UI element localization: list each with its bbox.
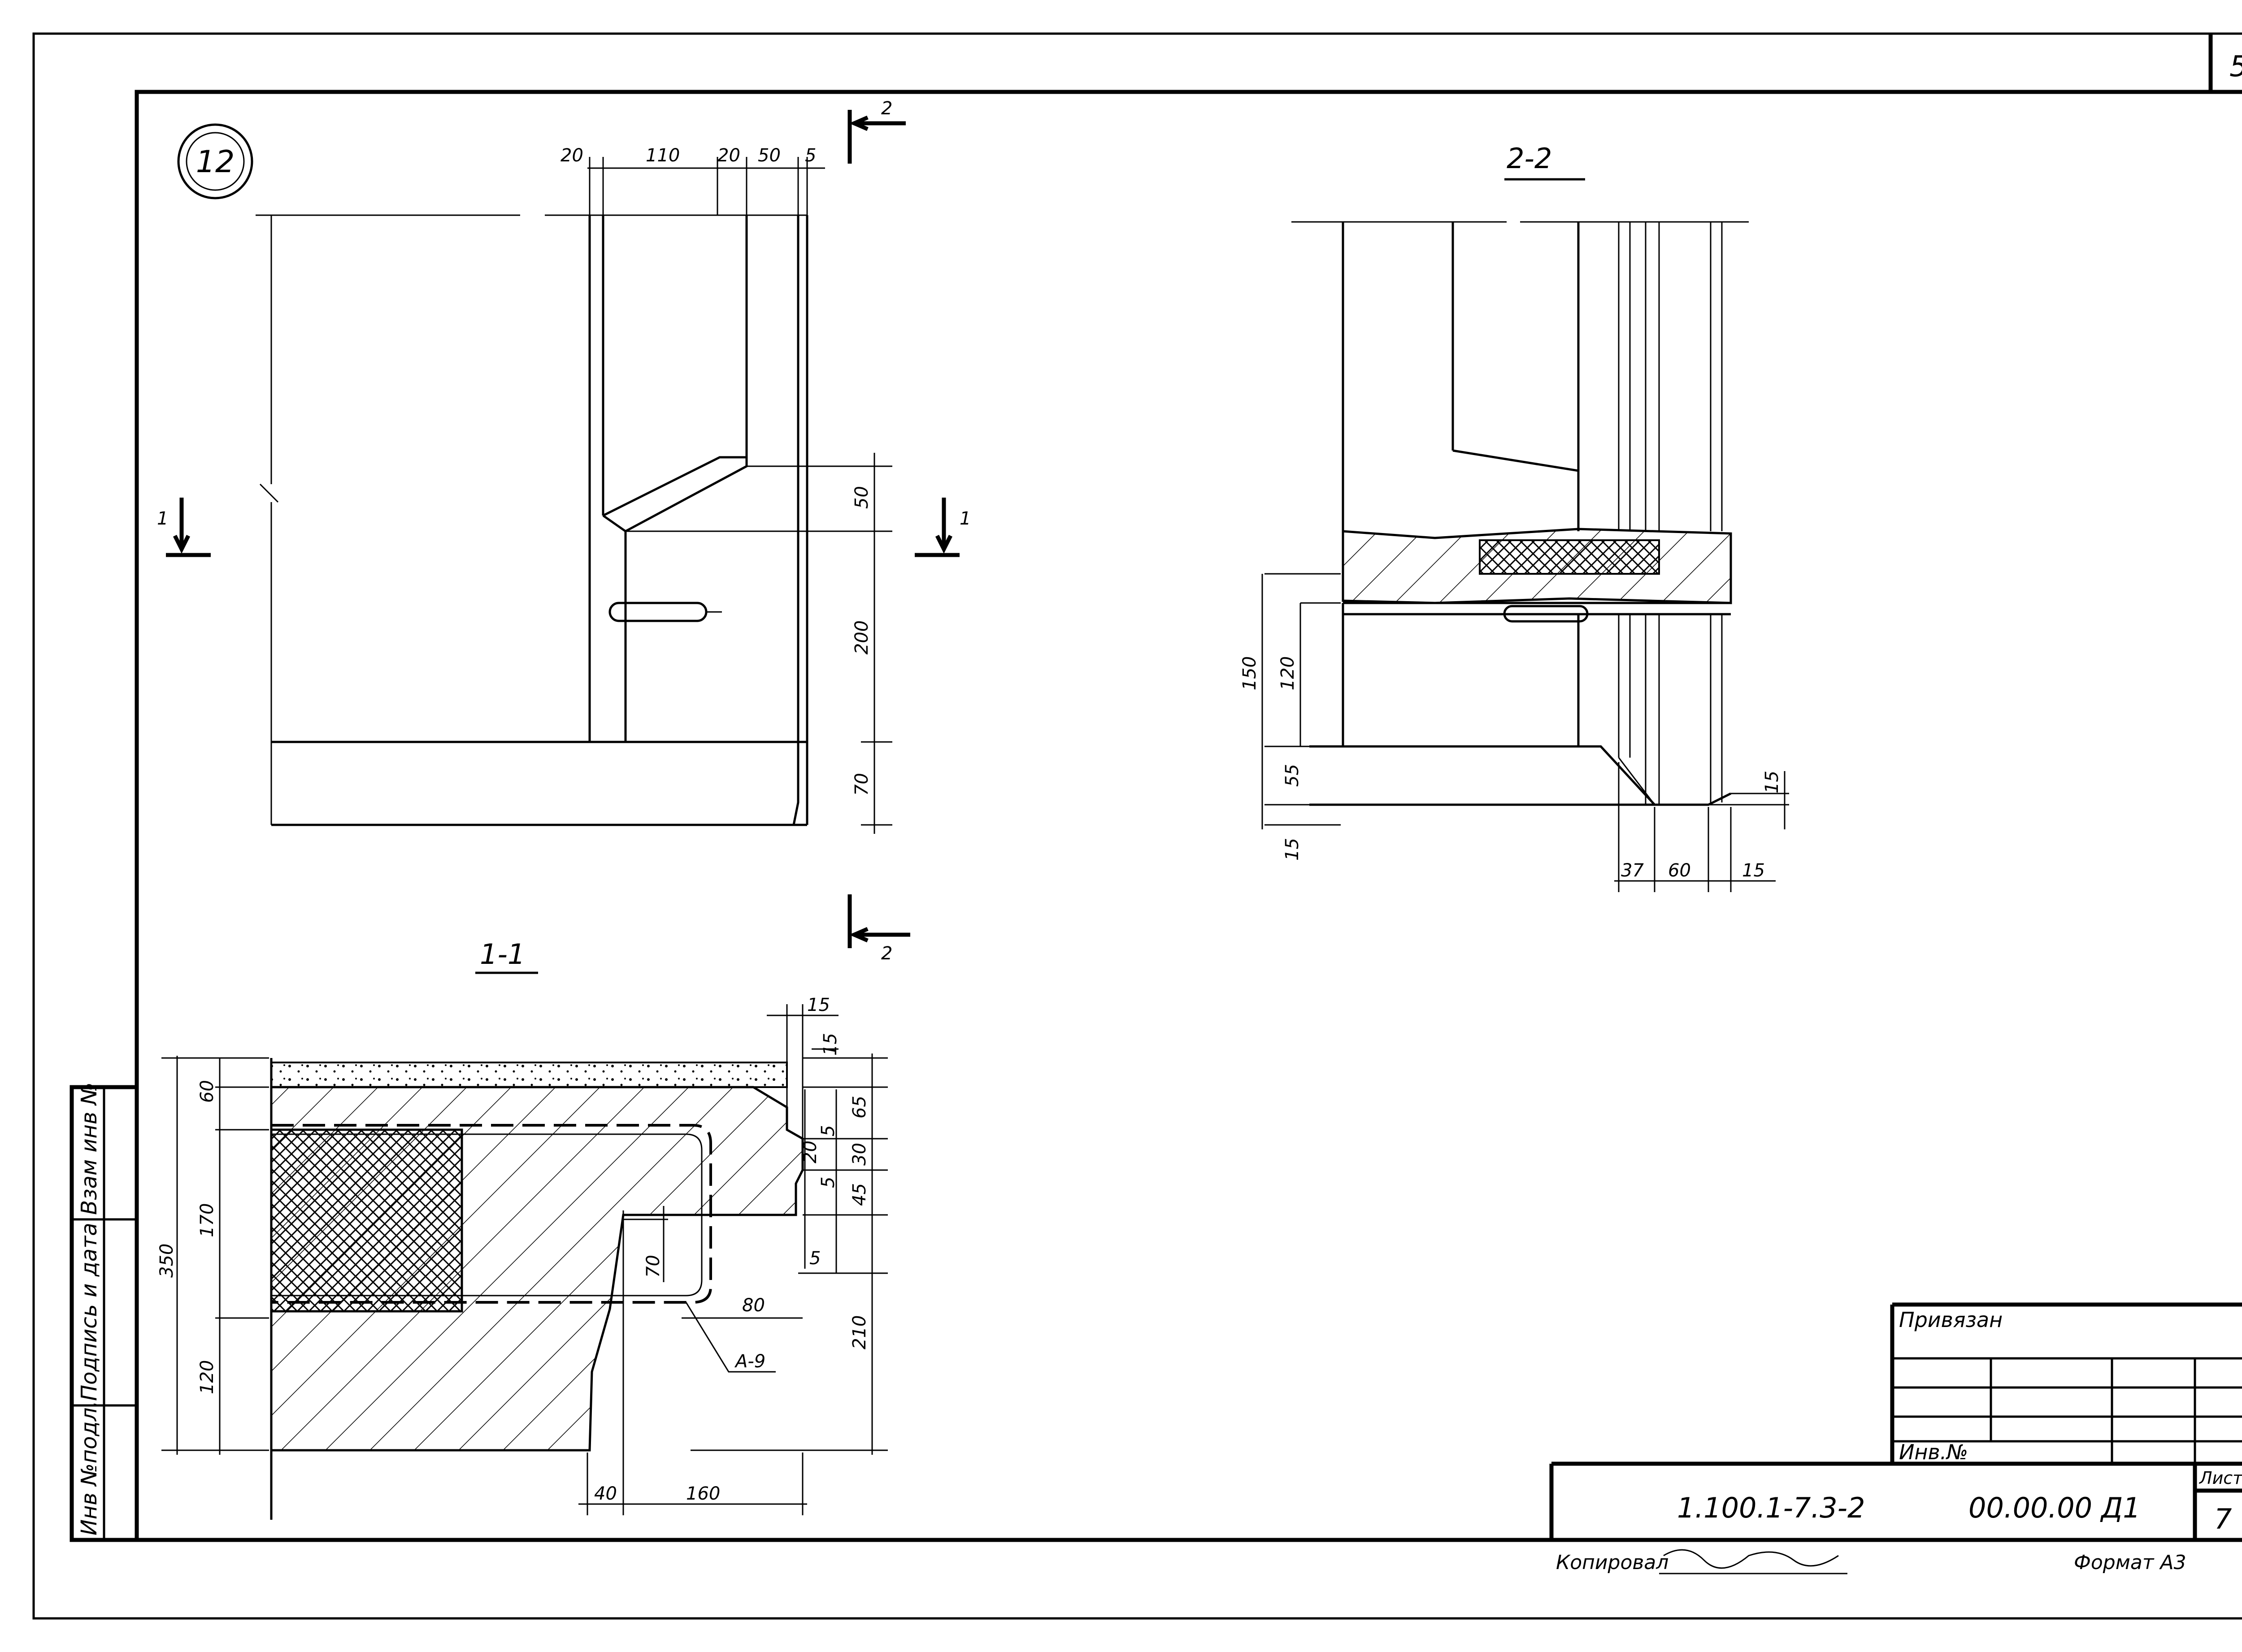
plan-dim-right-3: 70	[852, 773, 872, 796]
s11-dim-5a: 5	[818, 1125, 839, 1136]
title-privyazan: Привязан	[1899, 1308, 2003, 1332]
cut1-right-label: 1	[960, 508, 971, 529]
section-2-2: 2-2 150 120 55 15 15 37 60 15	[1239, 142, 1789, 892]
sheet-frame: 51	[32, 32, 2242, 1620]
s11-dim-40: 40	[594, 1483, 617, 1504]
cut2-top-label: 2	[881, 98, 892, 119]
s11-dim-15-side: 15	[820, 1033, 841, 1056]
stamp-signature-date: Подпись и дата	[77, 1223, 102, 1401]
s22-dim-120: 120	[1277, 656, 1298, 690]
s22-dim-150: 150	[1239, 656, 1260, 690]
s22-dim-15-bottom: 15	[1742, 860, 1765, 881]
s11-dim-60: 60	[197, 1080, 217, 1103]
s22-dim-55: 55	[1282, 764, 1303, 787]
title-list-label: Лист	[2199, 1468, 2242, 1488]
rebar-label: А-9	[734, 1351, 765, 1372]
title-doc: 00.00.00 Д1	[1968, 1492, 2141, 1524]
s11-dim-350: 350	[156, 1244, 177, 1278]
s11-dim-30: 30	[849, 1143, 870, 1166]
title-inv-no: Инв.№	[1899, 1440, 1968, 1464]
title-block: Привязан Инв.№ Лист 1.100.1-7.3-2 00.00.…	[1549, 1302, 2242, 1574]
s11-dim-120: 120	[197, 1360, 217, 1394]
sheet-number: 51	[2229, 50, 2242, 83]
s11-dim-70: 70	[643, 1255, 664, 1278]
plan-dim-top-1: 20	[560, 145, 583, 166]
format-label: Формат А3	[2074, 1551, 2186, 1574]
side-stamp: Инв №подл. Подпись и дата Взам инв №	[70, 1083, 139, 1542]
s22-dim-15-right: 15	[1762, 771, 1782, 793]
s11-dim-160: 160	[686, 1483, 720, 1504]
plan-dim-top-5: 5	[805, 145, 816, 166]
s11-dim-5b: 5	[818, 1177, 839, 1188]
s11-dim-170: 170	[197, 1203, 217, 1237]
s11-dim-45: 45	[849, 1183, 870, 1206]
s22-dim-15-left: 15	[1282, 838, 1303, 861]
detail-number: 12	[196, 144, 235, 180]
plan-dim-top-3: 20	[717, 145, 740, 166]
cut2-bottom-label: 2	[881, 943, 892, 964]
title-code: 1.100.1-7.3-2	[1677, 1492, 1865, 1524]
section-22-title: 2-2	[1507, 142, 1552, 175]
title-sheet: 7	[2214, 1503, 2232, 1535]
copied-by-signature	[1663, 1549, 1839, 1569]
s22-dim-37: 37	[1621, 860, 1644, 881]
s22-dim-60: 60	[1668, 860, 1691, 881]
plan-dim-right-1: 50	[852, 486, 872, 509]
cut1-left-label: 1	[157, 508, 168, 529]
stamp-inv-podl: Инв №подл.	[77, 1401, 102, 1535]
s11-dim-80: 80	[742, 1295, 765, 1316]
s11-dim-210: 210	[849, 1315, 870, 1349]
s11-dim-20: 20	[800, 1140, 821, 1163]
s11-dim-65: 65	[849, 1096, 870, 1119]
copied-by-label: Копировал	[1556, 1551, 1668, 1574]
section-11-title: 1-1	[480, 938, 525, 971]
plan-dim-right-2: 200	[852, 620, 872, 655]
plan-dim-top-4: 50	[758, 145, 781, 166]
section-1-1: 1-1 350 60 170 120 65 30 45 210 5 20 5 5…	[156, 938, 888, 1520]
stamp-vzam-inv: Взам инв №	[77, 1083, 102, 1215]
s11-dim-15-top: 15	[807, 995, 830, 1015]
s11-dim-5c: 5	[809, 1248, 821, 1269]
plan-dim-top-2: 110	[646, 145, 680, 166]
plan-view: 20 110 20 50 5 50 200 70 1 1 2 2	[157, 98, 971, 964]
detail-marker: 12	[177, 123, 253, 199]
